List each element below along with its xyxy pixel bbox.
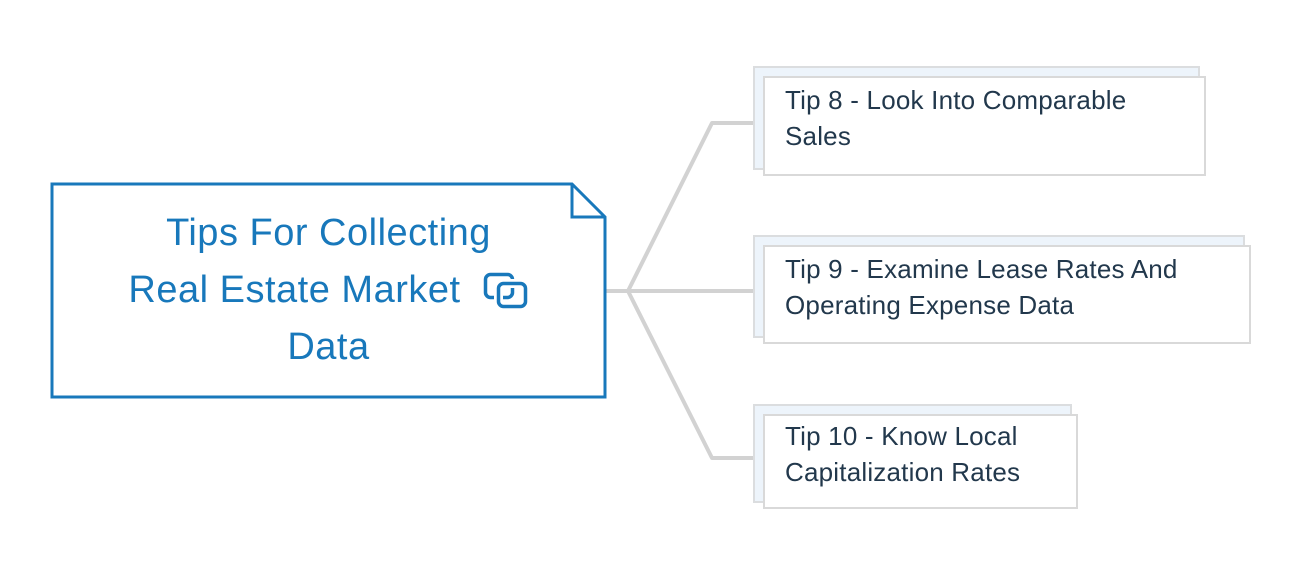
root-title-line-3: Data [287,325,370,368]
branch-node-tip-10[interactable]: Tip 10 - Know Local Capitalization Rates [753,404,1078,509]
connector-branch-3 [626,290,753,460]
connector-branch-1 [626,121,753,292]
branch-node-tip-9[interactable]: Tip 9 - Examine Lease Rates And Operatin… [753,235,1251,344]
root-title-line-2-text: Real Estate Market [128,268,461,311]
root-title-line-1: Tips For Collecting [166,211,491,254]
root-node[interactable]: Tips For Collecting Real Estate Market D… [52,183,605,397]
folded-corner [570,184,605,219]
branch-label: Tip 8 - Look Into Comparable Sales [785,85,1127,151]
branch-node-tip-8[interactable]: Tip 8 - Look Into Comparable Sales [753,66,1206,176]
branch-label: Tip 10 - Know Local Capitalization Rates [785,420,1021,487]
link-icon[interactable] [481,269,529,311]
branch-label: Tip 9 - Examine Lease Rates And Operatin… [785,253,1178,320]
root-title-line-2: Real Estate Market [128,262,529,319]
root-node-shape[interactable] [50,182,607,399]
